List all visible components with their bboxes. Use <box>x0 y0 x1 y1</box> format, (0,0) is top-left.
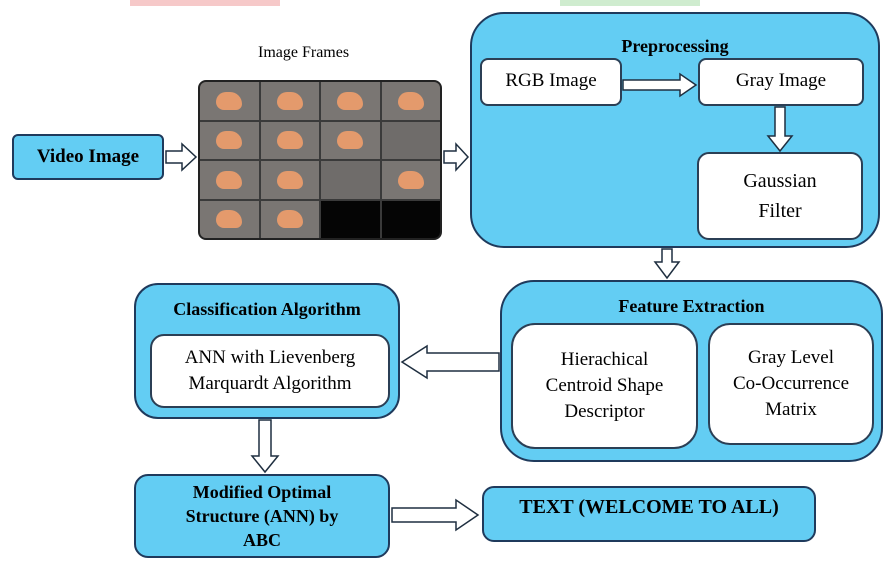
top-decoration-red <box>130 0 280 6</box>
glcm-line1: Gray Level <box>748 347 834 368</box>
modified-line2: Structure (ANN) by <box>185 506 339 526</box>
ann-line1: ANN with Lievenberg <box>184 347 356 368</box>
hand-gesture-icon <box>397 91 424 110</box>
frame-thumbnail <box>321 161 380 199</box>
frame-thumbnail <box>381 161 440 199</box>
gaussian-label-line2: Filter <box>758 200 802 222</box>
hcsd-line3: Descriptor <box>564 401 645 422</box>
frame-thumbnail <box>381 121 440 159</box>
arrow-down-icon <box>766 106 794 153</box>
arrow-right-icon <box>622 72 698 98</box>
rgb-image-label: RGB Image <box>505 70 597 91</box>
image-frames-label: Image Frames <box>258 44 350 61</box>
hcsd-line2: Centroid Shape <box>545 375 664 396</box>
hand-gesture-icon <box>216 210 243 229</box>
preprocessing-title: Preprocessing <box>621 36 729 56</box>
hcsd-box: Hierachical Centroid Shape Descriptor <box>511 323 698 449</box>
frame-thumbnail <box>200 161 259 199</box>
frame-thumbnail <box>200 200 259 238</box>
arrow-right-icon <box>165 142 198 172</box>
arrow-left-icon <box>400 344 500 380</box>
hand-gesture-icon <box>216 131 243 150</box>
text-output-label: TEXT (WELCOME TO ALL) <box>519 496 779 518</box>
top-decoration-green <box>560 0 700 6</box>
hand-gesture-icon <box>276 131 303 150</box>
video-image-box: Video Image <box>12 134 164 180</box>
text-output-box: TEXT (WELCOME TO ALL) <box>482 486 816 542</box>
hand-gesture-icon <box>337 91 364 110</box>
frame-thumbnail <box>321 121 380 159</box>
ann-line2: Marquardt Algorithm <box>188 373 352 394</box>
hand-gesture-icon <box>216 170 243 189</box>
hand-gesture-icon <box>276 91 303 110</box>
hand-gesture-icon <box>397 170 424 189</box>
modified-line3: ABC <box>242 530 281 550</box>
frame-thumbnail-empty <box>381 200 440 238</box>
feature-extraction-title: Feature Extraction <box>618 296 765 316</box>
gray-image-label: Gray Image <box>735 70 827 91</box>
frame-thumbnail <box>260 161 319 199</box>
frame-thumbnail <box>381 82 440 120</box>
gaussian-label-line1: Gaussian <box>743 170 817 192</box>
hand-gesture-icon <box>276 170 303 189</box>
arrow-down-icon <box>250 419 280 474</box>
hcsd-line1: Hierachical <box>560 349 649 370</box>
hand-gesture-icon <box>276 210 303 229</box>
frame-thumbnail <box>260 200 319 238</box>
frame-thumbnail <box>321 82 380 120</box>
arrow-right-icon <box>443 142 470 172</box>
glcm-line3: Matrix <box>765 399 817 420</box>
gaussian-filter-box: Gaussian Filter <box>697 152 863 240</box>
glcm-line2: Co-Occurrence <box>732 373 850 394</box>
hand-gesture-icon <box>216 91 243 110</box>
classification-title: Classification Algorithm <box>173 299 361 319</box>
frame-thumbnail <box>260 121 319 159</box>
arrow-down-icon <box>653 248 681 280</box>
hand-gesture-icon <box>337 131 364 150</box>
arrow-right-icon <box>391 498 480 532</box>
modified-line1: Modified Optimal <box>192 482 332 502</box>
image-frames-grid <box>198 80 442 240</box>
frame-thumbnail <box>260 82 319 120</box>
modified-optimal-structure-box: Modified Optimal Structure (ANN) by ABC <box>134 474 390 558</box>
gray-image-box: Gray Image <box>698 58 864 106</box>
glcm-box: Gray Level Co-Occurrence Matrix <box>708 323 874 445</box>
frame-thumbnail <box>200 121 259 159</box>
frame-thumbnail <box>200 82 259 120</box>
rgb-image-box: RGB Image <box>480 58 622 106</box>
frame-thumbnail-empty <box>321 200 380 238</box>
video-image-label: Video Image <box>36 146 140 167</box>
ann-box: ANN with Lievenberg Marquardt Algorithm <box>150 334 390 408</box>
